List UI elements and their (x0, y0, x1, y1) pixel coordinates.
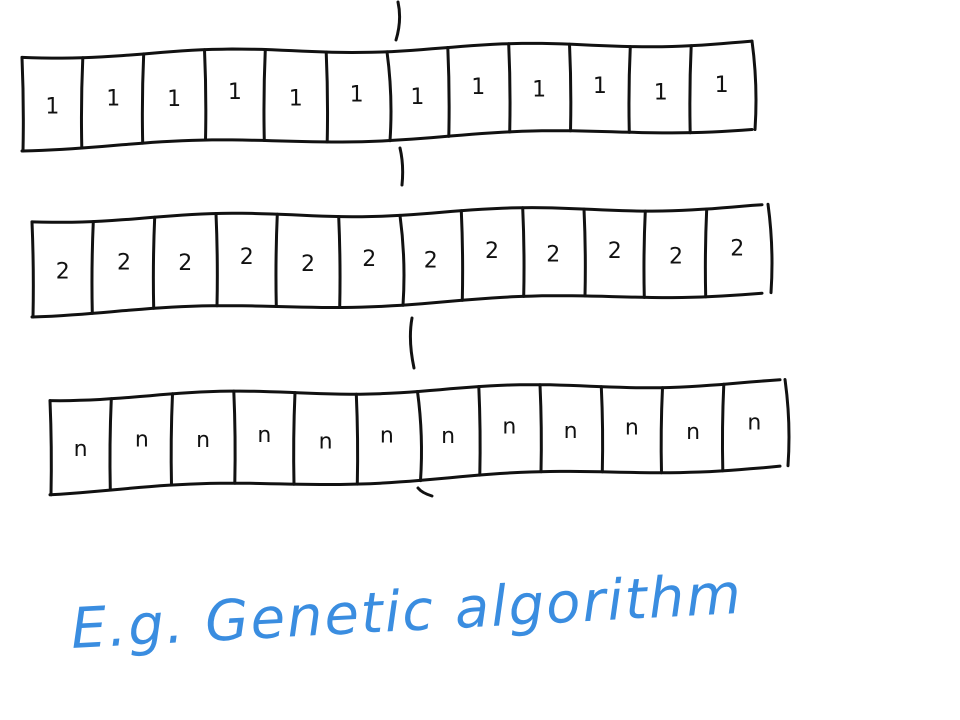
gene-cell: 1 (410, 85, 424, 110)
gene-divider (151, 215, 157, 310)
gene-divider (642, 209, 647, 299)
gene-divider (582, 207, 587, 298)
gene-divider (169, 392, 174, 487)
gene-divider (79, 56, 85, 150)
gene-cell: 1 (471, 75, 485, 100)
gene-divider (659, 386, 664, 475)
gene-divider (214, 212, 219, 308)
gene-divider (688, 44, 693, 135)
chromosome-outline (30, 203, 764, 224)
gene-divider (232, 389, 237, 485)
gene-cell: 2 (56, 259, 70, 284)
gene-cell: n (625, 416, 639, 441)
gene-divider (416, 390, 423, 483)
gene-cell: n (319, 430, 333, 455)
gene-divider (354, 392, 360, 486)
gene-cell: 1 (593, 74, 607, 99)
gene-divider (203, 48, 208, 142)
gene-divider (750, 39, 758, 131)
gene-divider (30, 220, 35, 319)
gene-cell: n (380, 424, 394, 449)
chromosome-outline (30, 291, 764, 319)
crossover-cut-line (394, 0, 434, 498)
gene-cell: 1 (532, 78, 546, 103)
gene-divider (720, 382, 726, 473)
gene-divider (568, 42, 573, 133)
chromosome-row: 1 1 1 1 1 1 1 1 1 1 1 1 (20, 39, 758, 153)
gene-divider (292, 391, 297, 486)
gene-divider (783, 378, 791, 468)
gene-divider (521, 206, 526, 298)
gene-divider (599, 385, 605, 474)
gene-cell: 1 (289, 87, 303, 112)
gene-divider (446, 46, 451, 138)
gene-divider (108, 397, 113, 492)
gene-cell: 2 (730, 236, 744, 261)
gene-cell: n (686, 420, 700, 445)
gene-cell: 1 (167, 87, 181, 112)
chromosome-outline (48, 378, 782, 403)
gene-divider (90, 220, 95, 315)
gene-cell: 2 (424, 249, 438, 274)
gene-divider (766, 202, 774, 295)
gene-divider (262, 48, 267, 142)
gene-divider (477, 385, 482, 477)
gene-cell: n (196, 428, 210, 453)
gene-cell: 1 (715, 73, 729, 98)
gene-divider (627, 45, 632, 134)
gene-divider (337, 215, 342, 309)
gene-cell: 2 (485, 239, 499, 264)
gene-cell: 2 (669, 245, 683, 270)
gene-cell: 1 (45, 95, 59, 120)
gene-cell: 1 (106, 86, 120, 111)
gene-cell: n (74, 437, 88, 462)
gene-cell: 2 (301, 252, 315, 277)
chromosome-outline (48, 464, 782, 497)
gene-divider (507, 42, 512, 134)
gene-cell: n (135, 427, 149, 452)
chromosome-row: n n n n n n n n n n n n (48, 378, 791, 497)
gene-cell: n (257, 423, 271, 448)
gene-cell: n (502, 415, 516, 440)
gene-cell: 2 (117, 251, 131, 276)
gene-cell: 2 (240, 245, 254, 270)
gene-cell: 1 (228, 80, 242, 105)
gene-divider (20, 55, 25, 153)
gene-divider (324, 50, 330, 144)
gene-divider (459, 209, 465, 302)
gene-cell: 2 (362, 247, 376, 272)
gene-cell: 2 (546, 242, 560, 267)
gene-cell: 2 (608, 239, 622, 264)
chromosome-list: 1 1 1 1 1 1 1 1 1 1 1 1 2 2 2 2 2 2 2 2 2 2 2 2 n n n n n n n n n n n n (20, 39, 791, 497)
gene-cell: 1 (654, 80, 668, 105)
gene-cell: n (747, 411, 761, 436)
gene-divider (274, 212, 279, 308)
gene-cell: 2 (178, 251, 192, 276)
gene-divider (48, 399, 53, 497)
gene-divider (385, 50, 393, 143)
gene-cell: 1 (350, 83, 364, 108)
gene-divider (398, 213, 406, 307)
gene-divider (140, 52, 146, 145)
chromosome-outline (20, 128, 754, 153)
gene-divider (538, 383, 543, 474)
chromosome-row: 2 2 2 2 2 2 2 2 2 2 2 2 (30, 202, 774, 319)
diagram-caption: E.g. Genetic algorithm (69, 562, 744, 662)
gene-cell: n (441, 424, 455, 449)
gene-divider (703, 207, 709, 299)
gene-cell: n (564, 419, 578, 444)
